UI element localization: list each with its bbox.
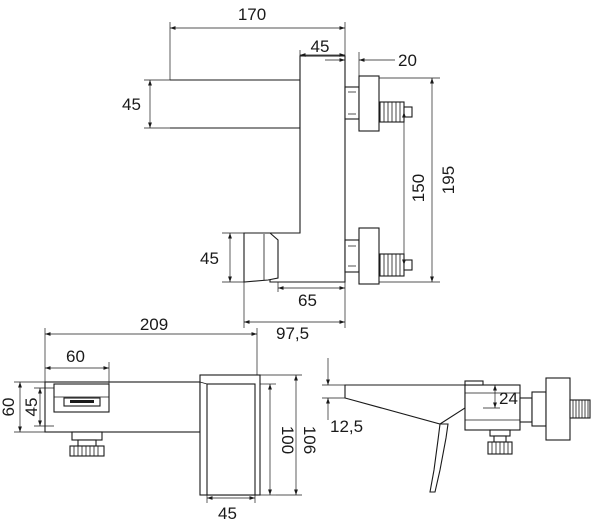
mixer-body-side bbox=[464, 384, 521, 431]
dim-65-label: 65 bbox=[298, 291, 317, 310]
dim-100-label: 100 bbox=[278, 426, 297, 454]
dim-195: 195 bbox=[379, 77, 458, 283]
dim-209: 209 bbox=[44, 315, 258, 382]
lever-top-outline bbox=[243, 232, 279, 283]
dim-24-label: 24 bbox=[499, 389, 518, 408]
dim-60-height-label: 60 bbox=[0, 398, 18, 417]
dim-65: 65 bbox=[277, 282, 346, 310]
dim-45-front-label: 45 bbox=[22, 398, 41, 417]
dim-24: 24 bbox=[483, 384, 518, 409]
dim-20: 20 bbox=[325, 51, 417, 76]
dim-45-body-label: 45 bbox=[311, 37, 330, 56]
dim-106: 106 bbox=[260, 374, 319, 496]
dim-60-width-label: 60 bbox=[66, 347, 85, 366]
dim-60-width: 60 bbox=[45, 347, 110, 384]
dim-45-spout: 45 bbox=[122, 79, 170, 129]
dim-12-5: 12,5 bbox=[322, 358, 363, 436]
dim-97-5-label: 97,5 bbox=[276, 324, 309, 343]
dim-60-height: 60 bbox=[0, 381, 45, 433]
dim-45-spout-label: 45 bbox=[122, 95, 141, 114]
lever-side-outline bbox=[429, 423, 449, 493]
spout-side-outline bbox=[344, 384, 466, 425]
dim-106-label: 106 bbox=[300, 426, 319, 454]
dim-45-bottom: 45 bbox=[206, 495, 256, 523]
dim-100: 100 bbox=[260, 383, 297, 496]
dim-12-5-label: 12,5 bbox=[330, 417, 363, 436]
dim-170: 170 bbox=[169, 5, 346, 80]
dim-45-bottom-label: 45 bbox=[218, 504, 237, 523]
dim-170-label: 170 bbox=[238, 5, 266, 24]
dim-45-front: 45 bbox=[22, 387, 54, 427]
front-view: 209 60 60 45 100 bbox=[0, 315, 319, 523]
dim-209-label: 209 bbox=[140, 315, 168, 334]
dim-45-lever-label: 45 bbox=[200, 249, 219, 268]
dim-150-label: 150 bbox=[409, 174, 428, 202]
dim-20-label: 20 bbox=[398, 51, 417, 70]
upper-connector bbox=[344, 75, 413, 132]
lower-connector bbox=[344, 227, 413, 285]
side-view: 12,5 24 bbox=[322, 358, 591, 493]
dim-45-body: 45 bbox=[299, 37, 345, 57]
dim-45-lever: 45 bbox=[200, 232, 244, 283]
dim-150: 150 bbox=[402, 112, 428, 265]
top-view: 170 45 20 45 195 bbox=[122, 5, 458, 343]
dim-97-5: 97,5 bbox=[243, 282, 346, 343]
spout-outline bbox=[170, 79, 301, 129]
dim-195-label: 195 bbox=[439, 166, 458, 194]
